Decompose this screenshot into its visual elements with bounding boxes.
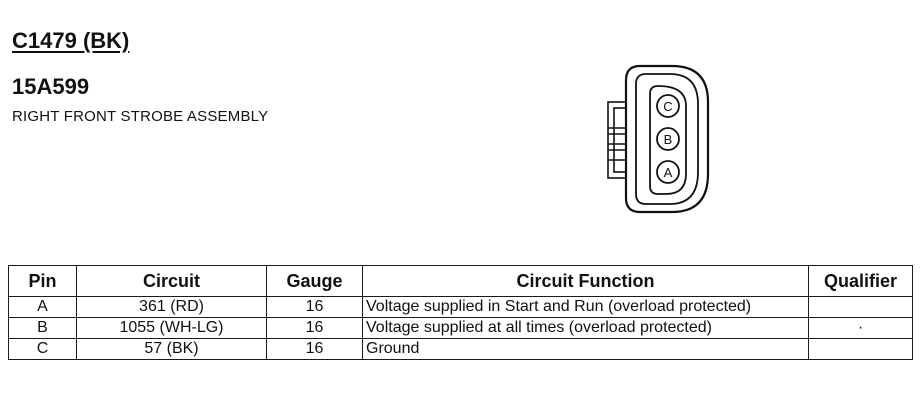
circuit-function-cell: Voltage supplied at all times (overload … xyxy=(362,317,809,339)
pin-b: B xyxy=(656,127,680,151)
pin-cell: B xyxy=(8,317,77,339)
gauge-cell: 16 xyxy=(266,338,363,360)
column-header-gauge: Gauge xyxy=(266,265,363,297)
qualifier-cell: · xyxy=(808,317,913,339)
pin-cell: A xyxy=(8,296,77,318)
connector-id: C1479 (BK) xyxy=(12,28,130,53)
locking-tab xyxy=(607,101,627,179)
column-header-circuit-function: Circuit Function xyxy=(362,265,809,297)
circuit-cell: 1055 (WH-LG) xyxy=(76,317,267,339)
connector-inner-housing xyxy=(635,73,699,205)
connector-housing xyxy=(624,64,710,214)
table-row: B 1055 (WH-LG) 16 Voltage supplied at al… xyxy=(8,317,913,339)
circuit-cell: 57 (BK) xyxy=(76,338,267,360)
connector-face-diagram: C B A xyxy=(607,64,710,214)
pin-c-label: C xyxy=(663,99,672,114)
column-header-circuit: Circuit xyxy=(76,265,267,297)
table-row: A 361 (RD) 16 Voltage supplied in Start … xyxy=(8,296,913,318)
pin-table: Pin Circuit Gauge Circuit Function Quali… xyxy=(8,265,913,360)
part-number: 15A599 xyxy=(12,74,90,99)
pin-a-label: A xyxy=(664,165,673,180)
table-row: C 57 (BK) 16 Ground xyxy=(8,338,913,360)
connector-description: RIGHT FRONT STROBE ASSEMBLY xyxy=(12,108,269,125)
qualifier-cell xyxy=(808,296,913,318)
pin-c: C xyxy=(656,94,680,118)
circuit-function-cell: Voltage supplied in Start and Run (overl… xyxy=(362,296,809,318)
circuit-cell: 361 (RD) xyxy=(76,296,267,318)
pin-cavity-channel xyxy=(649,85,687,195)
qualifier-cell xyxy=(808,338,913,360)
pin-cell: C xyxy=(8,338,77,360)
gauge-cell: 16 xyxy=(266,317,363,339)
column-header-pin: Pin xyxy=(8,265,77,297)
column-header-qualifier: Qualifier xyxy=(808,265,913,297)
pin-a: A xyxy=(656,160,680,184)
gauge-cell: 16 xyxy=(266,296,363,318)
pin-b-label: B xyxy=(664,132,673,147)
table-header-row: Pin Circuit Gauge Circuit Function Quali… xyxy=(8,265,913,297)
circuit-function-cell: Ground xyxy=(362,338,809,360)
